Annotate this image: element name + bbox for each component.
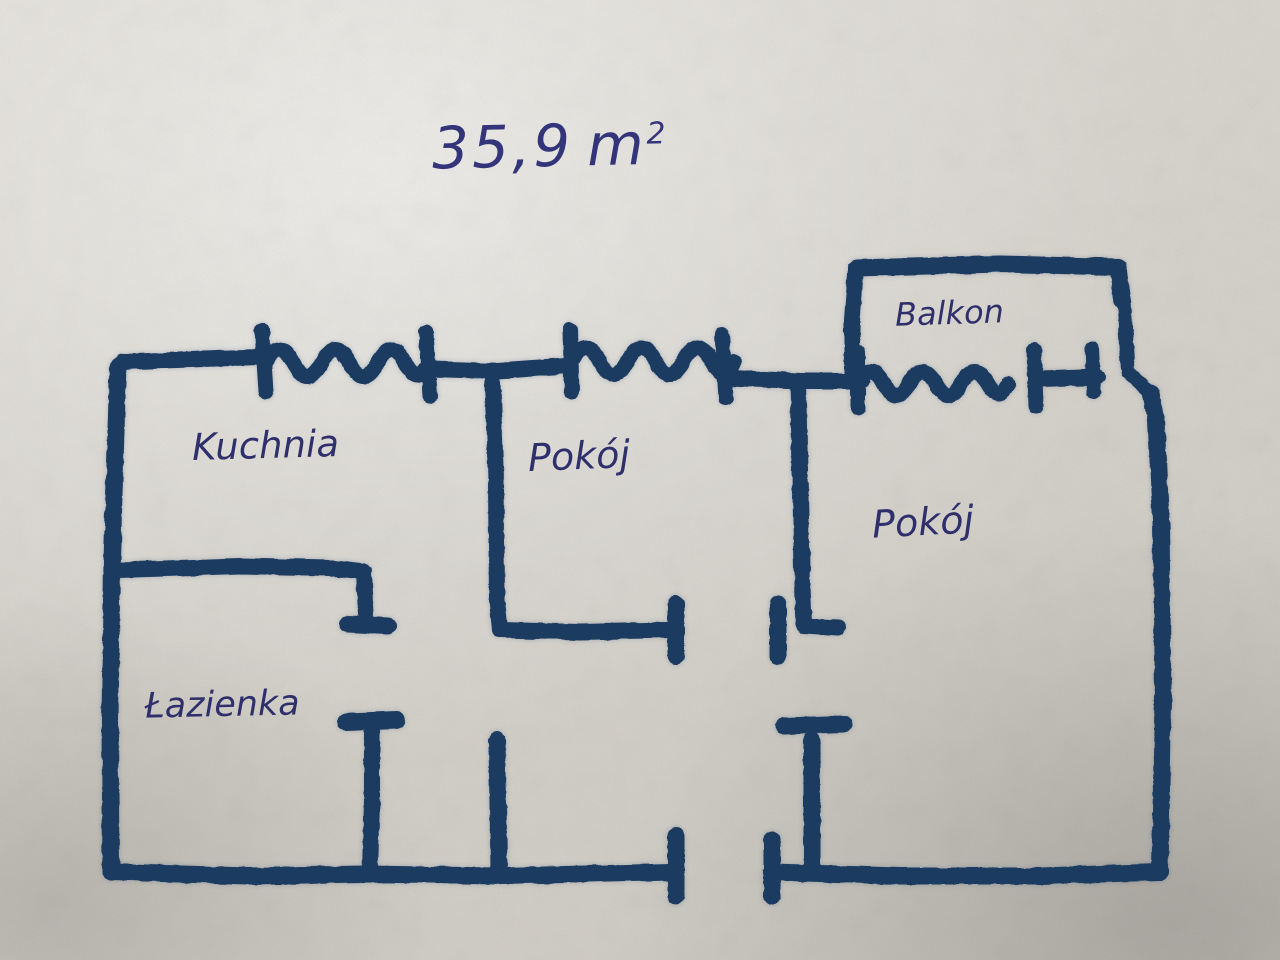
wall-top-mid-b bbox=[490, 358, 574, 379]
window-glyph-pokoj1 bbox=[564, 340, 742, 382]
balcony-rail-tick bbox=[1085, 341, 1101, 399]
balcony-outline bbox=[847, 255, 1131, 309]
window-tick-pokoj1-right bbox=[714, 326, 734, 406]
wall-pokoj1-bottom bbox=[492, 622, 676, 640]
wall-lazienka-right-lower bbox=[362, 722, 380, 880]
window-tick-balkon-right bbox=[1026, 342, 1044, 414]
window-glyph-kuchnia bbox=[258, 342, 436, 384]
wall-top-left bbox=[110, 349, 266, 374]
partition-pokoj1-pokoj2 bbox=[790, 373, 812, 634]
window-glyph-balkon bbox=[850, 364, 1016, 403]
wall-bottom-center bbox=[355, 863, 681, 885]
door-jamb-lazienka-lower bbox=[337, 711, 405, 731]
wall-left-outer bbox=[101, 357, 127, 881]
partition-kuchnia-pokoj1 bbox=[484, 362, 508, 638]
wall-bottom-right bbox=[763, 863, 1169, 885]
window-tick-kuchnia-right bbox=[418, 324, 438, 404]
wall-lazienka-top bbox=[110, 558, 372, 580]
door-post-entry-cap bbox=[775, 715, 853, 735]
wall-right-outer bbox=[1141, 383, 1172, 881]
door-jamb-lazienka-upper bbox=[339, 615, 397, 635]
wall-lazienka-right-upper bbox=[356, 564, 374, 622]
wall-pokoj2-door-head bbox=[796, 618, 846, 636]
door-jamb-hall-left bbox=[488, 731, 508, 877]
wall-right-jog bbox=[1117, 293, 1157, 399]
wall-bottom-left bbox=[102, 863, 373, 885]
